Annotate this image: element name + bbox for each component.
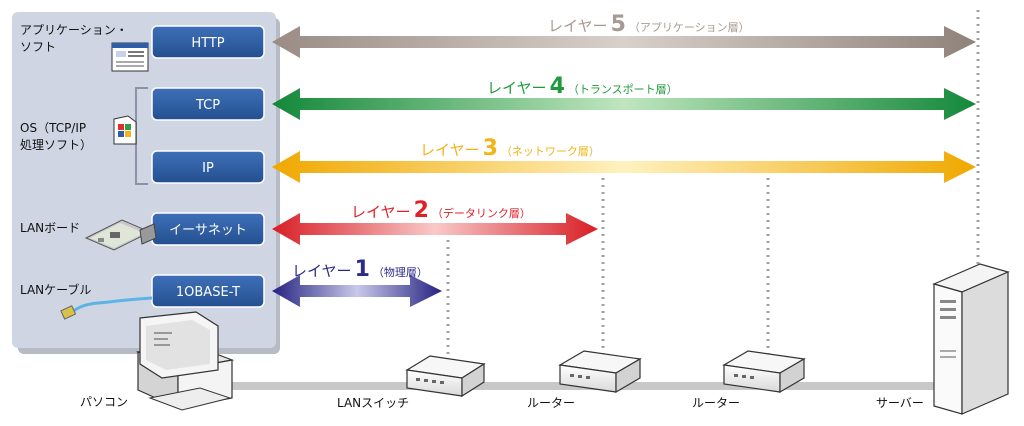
device-connection-lines (446, 10, 980, 358)
os-logo-icon (113, 115, 137, 145)
pc-label: パソコン (80, 395, 128, 409)
http-label: HTTP (191, 36, 224, 51)
ip-box: IP (151, 150, 265, 184)
ethernet-box: イーサネット (151, 212, 265, 246)
router-1-label: ルーター (527, 396, 575, 410)
ip-label: IP (202, 161, 214, 176)
lan-board-label: LANボード (20, 221, 80, 235)
lan-switch-icon (405, 355, 486, 398)
router-1-icon (558, 350, 642, 394)
lan-cable-icon (60, 296, 153, 320)
os-label: OS（TCP/IP 処理ソフト） (20, 121, 92, 152)
lan-board-icon (84, 219, 157, 251)
server-icon (932, 263, 1010, 415)
app-software-label: アプリケーション・ ソフト (20, 23, 132, 54)
pc-icon (135, 311, 235, 411)
router-2-label: ルーター (692, 396, 740, 410)
layer-4-arrow (272, 88, 976, 120)
router-2-icon (722, 350, 806, 394)
server-label: サーバー (876, 396, 924, 410)
layer-5-arrow (272, 26, 976, 58)
tcp-box: TCP (151, 87, 265, 121)
layer-1-arrow (272, 275, 442, 307)
tcp-label: TCP (195, 98, 220, 113)
lan-cable-label: LANケーブル (20, 282, 91, 297)
lan-switch-label: LANスイッチ (337, 396, 409, 410)
http-box: HTTP (151, 25, 265, 59)
ethernet-label: イーサネット (169, 223, 247, 238)
application-window-icon (111, 42, 149, 72)
base-t-label: 1OBASE-T (176, 285, 240, 300)
base-t-box: 1OBASE-T (151, 274, 265, 308)
layer-2-arrow (272, 213, 598, 245)
layer-3-arrow (272, 151, 976, 183)
